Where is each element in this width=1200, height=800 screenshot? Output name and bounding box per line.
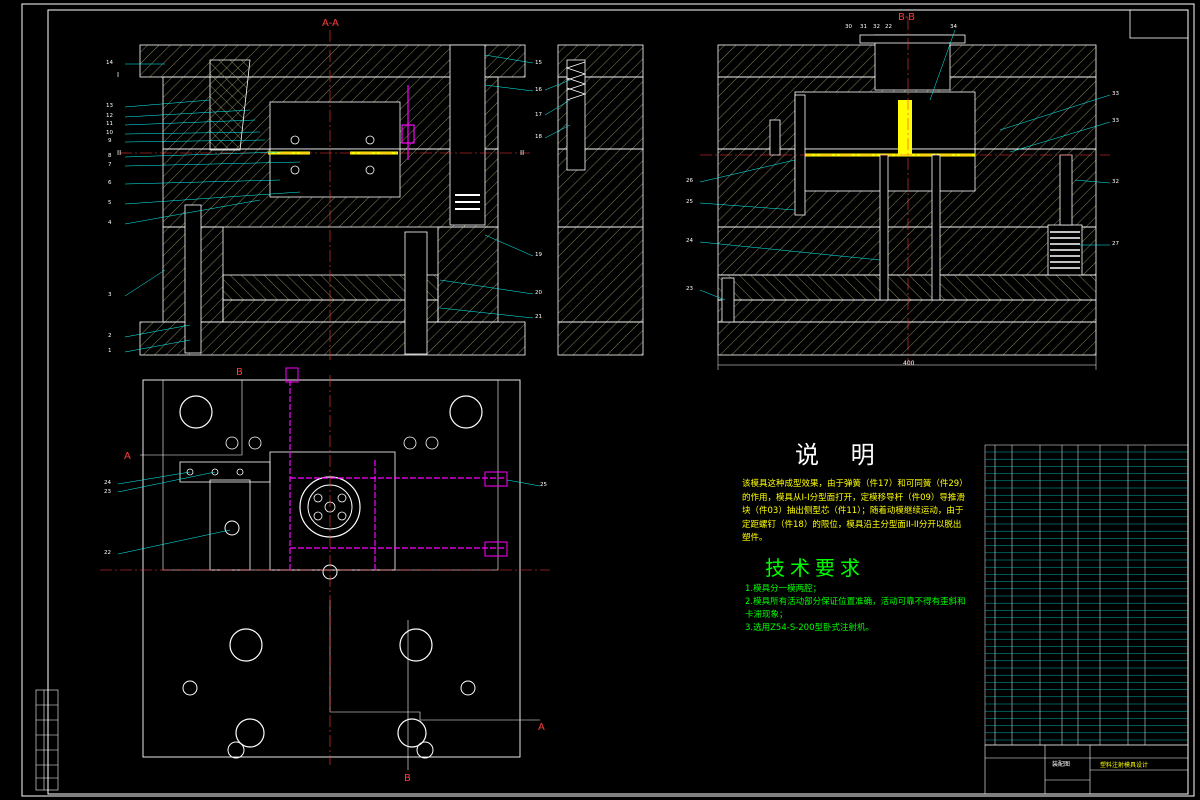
part-number: 13 xyxy=(106,103,113,109)
requirements-list: 1.模具分一模两腔； 2.模具所有活动部分保证位置准确，活动可靠不得有歪斜和卡滞… xyxy=(745,583,970,635)
notes-title: 说 明 xyxy=(795,441,887,469)
part-number: 33 xyxy=(1112,118,1119,124)
part-number: 5 xyxy=(108,200,112,206)
part-number: 22 xyxy=(104,550,111,556)
section-a-mark-left: A xyxy=(124,451,131,462)
part-number: 21 xyxy=(535,314,542,320)
outer-frame xyxy=(21,3,1195,797)
parting-mark-i: I xyxy=(117,71,120,79)
part-number: 32 xyxy=(1112,179,1119,185)
requirement-item: 1.模具分一模两腔； xyxy=(745,584,822,594)
part-number: 25 xyxy=(686,199,693,205)
notes-body: 该模具这种成型效果，由于弹簧（件17）和可同簧（件29）的作用，模具从I-I分型… xyxy=(742,479,965,543)
section-bb-view xyxy=(699,18,1111,370)
part-number: 18 xyxy=(535,134,542,140)
part-number: 8 xyxy=(108,153,112,159)
section-aa-view xyxy=(120,30,534,360)
part-number: 19 xyxy=(535,252,542,258)
plan-view xyxy=(100,367,550,770)
left-margin-table xyxy=(35,689,59,791)
inner-frame xyxy=(47,9,1189,795)
part-number: 27 xyxy=(1112,241,1119,247)
title-block-design-title: 塑料注射模具设计 xyxy=(1100,762,1149,769)
part-number: 14 xyxy=(106,60,113,66)
part-number: 34 xyxy=(950,24,957,30)
section-spring-view xyxy=(544,44,644,356)
section-a-mark-right: A xyxy=(538,722,545,733)
part-number: 2 xyxy=(108,333,112,339)
section-aa-label: A-A xyxy=(322,18,339,29)
part-number: 24 xyxy=(686,238,693,244)
parting-mark-ii: II xyxy=(117,149,122,157)
part-number: 10 xyxy=(106,130,113,136)
parts-list-rows xyxy=(985,451,1188,741)
part-number: 23 xyxy=(104,489,111,495)
part-number: 33 xyxy=(1112,91,1119,97)
part-number: 3 xyxy=(108,292,112,298)
part-number: 7 xyxy=(108,162,112,168)
section-b-mark-top: B xyxy=(236,367,243,378)
part-number: 4 xyxy=(108,220,112,226)
part-number: 32 xyxy=(873,24,880,30)
part-number: 25 xyxy=(540,482,547,488)
part-number: 22 xyxy=(885,24,892,30)
parts-list-table xyxy=(984,444,1189,746)
part-number: 30 xyxy=(845,24,852,30)
part-number: 12 xyxy=(106,113,113,119)
title-block xyxy=(984,744,1189,795)
part-number: 6 xyxy=(108,180,112,186)
part-number: 15 xyxy=(535,60,542,66)
part-number: 9 xyxy=(108,138,112,144)
part-number: 23 xyxy=(686,286,693,292)
requirement-item: 2.模具所有活动部分保证位置准确，活动可靠不得有歪斜和卡滞现象； xyxy=(745,597,966,620)
part-number: 1 xyxy=(108,348,112,354)
corner-box xyxy=(1129,9,1189,39)
part-number: 16 xyxy=(535,87,542,93)
part-number: 31 xyxy=(860,24,867,30)
part-number: 24 xyxy=(104,480,111,486)
requirements-title: 技术要求 xyxy=(765,556,865,580)
title-block-drawing-name: 装配图 xyxy=(1052,761,1071,768)
part-number: 11 xyxy=(106,121,113,127)
parting-mark-ii-right: II xyxy=(520,149,525,157)
part-number: 17 xyxy=(535,112,542,118)
part-number: 26 xyxy=(686,178,693,184)
part-number: 20 xyxy=(535,290,542,296)
overall-dimension: 400 xyxy=(903,360,915,367)
section-bb-label: B-B xyxy=(898,12,915,23)
requirement-item: 3.选用Z54-S-200型卧式注射机。 xyxy=(745,623,875,633)
section-b-mark-bottom: B xyxy=(404,773,411,784)
